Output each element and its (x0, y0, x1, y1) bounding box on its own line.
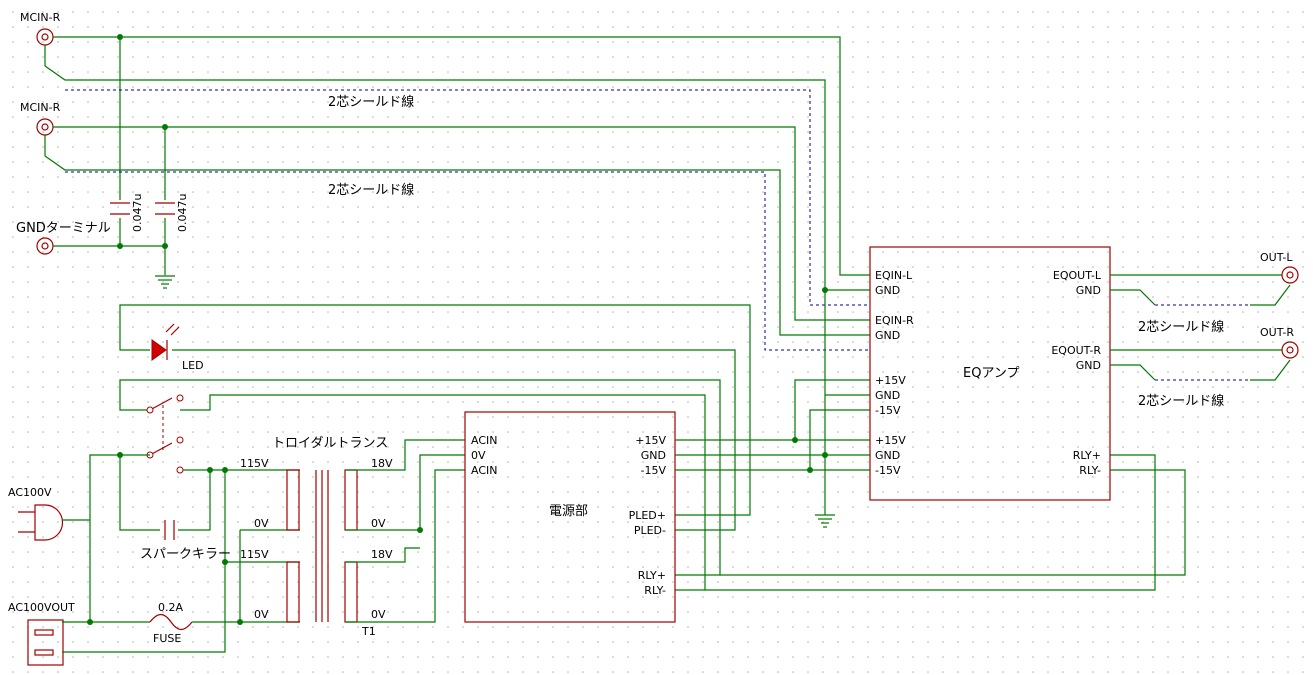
eq-pin-out-gnd-2: GND (1076, 359, 1101, 372)
secondary-wiring (345, 439, 465, 623)
eq-pin-gnd-2: GND (875, 329, 900, 342)
secondary-label-2: 0V (371, 517, 386, 530)
power-switch (119, 379, 721, 591)
transformer-title: トロイダルトランス (272, 436, 388, 451)
eq-pin-out-gnd-1: GND (1076, 284, 1101, 297)
eq-amp-name: EQアンプ (963, 366, 1020, 381)
output-wires (1110, 274, 1291, 381)
fuse-label: FUSE (153, 632, 181, 645)
ac-out-label: AC100VOUT (8, 601, 75, 614)
out-l-connector (1281, 266, 1299, 284)
led-label: LED (182, 359, 204, 372)
power-pin-acin-2: ACIN (471, 464, 498, 477)
spark-killer-label: スパークキラー (140, 547, 231, 562)
shield-lines (65, 89, 1250, 381)
power-pin-gnd: GND (641, 449, 666, 462)
eq-pin-p15v-2: +15V (875, 434, 906, 447)
power-pin-rly-minus: RLY- (644, 584, 666, 597)
primary-label-4: 0V (254, 608, 269, 621)
eq-pin-rly-minus: RLY- (1079, 464, 1101, 477)
mcin-label-2: MCIN-R (20, 101, 61, 114)
ac-outlet-icon (27, 619, 64, 666)
junction-dots-input (117, 34, 168, 249)
power-unit-box (464, 411, 676, 623)
power-pin-pled-minus: PLED- (634, 524, 666, 537)
power-pin-pled-plus: PLED+ (629, 509, 666, 522)
eq-pin-eqin-l: EQIN-L (875, 269, 913, 282)
shield-label-2: 2芯シールド線 (328, 182, 414, 198)
shield-label-1: 2芯シールド線 (328, 94, 414, 110)
power-pin-acin-1: ACIN (471, 434, 498, 447)
out-l-label: OUT-L (1260, 251, 1293, 264)
input-wires (44, 36, 870, 336)
ground-symbol-2 (815, 514, 835, 528)
capacitor-1-value: 0.047u (131, 194, 144, 232)
eq-pin-p15v-1: +15V (875, 374, 906, 387)
primary-label-2: 0V (254, 517, 269, 530)
power-pin-m15v: -15V (641, 464, 667, 477)
mcin-label-1: MCIN-R (20, 11, 61, 24)
primary-label-1: 115V (240, 457, 269, 470)
shield-label-4: 2芯シールド線 (1138, 393, 1224, 409)
power-pin-0v: 0V (471, 449, 486, 462)
spark-killer-capacitor (164, 520, 175, 540)
eq-pin-gnd-4: GND (875, 449, 900, 462)
secondary-label-1: 18V (371, 457, 393, 470)
led-symbol (151, 323, 180, 361)
fuse-value: 0.2A (158, 601, 183, 614)
secondary-label-3: 18V (371, 548, 393, 561)
capacitor-1 (110, 202, 130, 215)
eq-pin-eqout-l: EQOUT-L (1053, 269, 1102, 282)
ac-in-label: AC100V (8, 486, 52, 499)
eq-pin-rly-plus: RLY+ (1073, 449, 1101, 462)
gnd-terminal-label: GNDターミナル (16, 221, 111, 236)
eq-pin-m15v-1: -15V (875, 404, 901, 417)
power-unit-name: 電源部 (549, 504, 588, 519)
shield-label-3: 2芯シールド線 (1138, 319, 1224, 335)
primary-label-3: 115V (240, 548, 269, 561)
junction-dots-power (792, 287, 828, 473)
power-pin-p15v: +15V (635, 434, 666, 447)
capacitor-2 (155, 202, 175, 215)
ac-plug-icon (18, 504, 64, 541)
power-rail-wires (675, 290, 1186, 591)
junction-dots-ac (87, 452, 423, 625)
eq-pin-eqout-r: EQOUT-R (1051, 344, 1101, 357)
power-pin-rly-plus: RLY+ (638, 569, 666, 582)
eq-pin-eqin-r: EQIN-R (875, 314, 914, 327)
out-r-label: OUT-R (1260, 326, 1294, 339)
ground-symbol-1 (155, 275, 175, 289)
transformer-ref: T1 (361, 625, 376, 638)
eq-pin-gnd-1: GND (875, 284, 900, 297)
eq-pin-m15v-2: -15V (875, 464, 901, 477)
secondary-label-4: 0V (371, 608, 386, 621)
out-r-connector (1281, 341, 1299, 359)
fuse-symbol (149, 613, 193, 631)
eq-pin-gnd-3: GND (875, 389, 900, 402)
eq-amp-box (869, 246, 1111, 501)
capacitor-2-value: 0.047u (176, 194, 189, 232)
